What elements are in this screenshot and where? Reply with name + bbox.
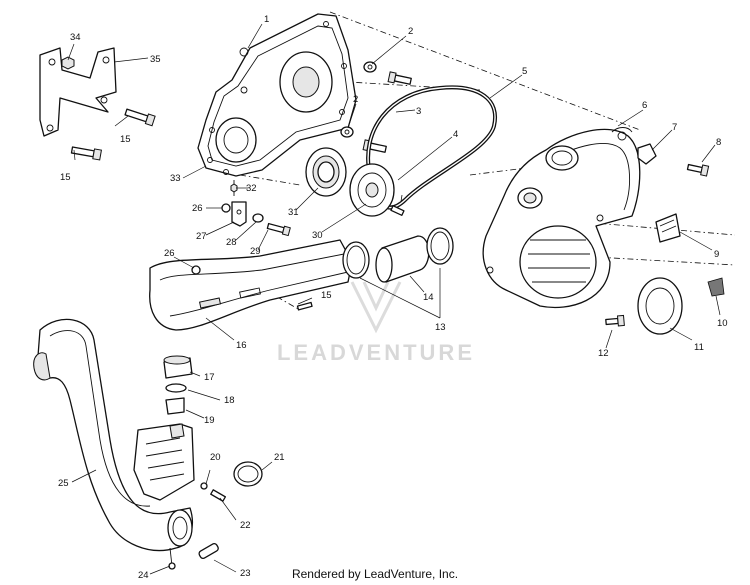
callout-15: 15 bbox=[321, 290, 332, 301]
callout-33: 33 bbox=[170, 173, 181, 184]
callout-14: 14 bbox=[423, 292, 434, 303]
watermark-text: LEADVENTURE bbox=[277, 340, 475, 365]
clamps-boot-parts-13-14 bbox=[342, 227, 454, 283]
clip-screw-parts-7-8 bbox=[637, 143, 710, 177]
callout-12: 12 bbox=[598, 348, 609, 359]
callout-15: 15 bbox=[120, 134, 131, 145]
callout-21: 21 bbox=[274, 452, 285, 463]
footer-credit: Rendered by LeadVenture, Inc. bbox=[291, 567, 459, 581]
callout-3: 3 bbox=[416, 106, 421, 117]
clutch-plate-part-4-30 bbox=[349, 163, 405, 217]
callout-2: 2 bbox=[353, 94, 358, 105]
bracket-part-35 bbox=[39, 47, 156, 161]
callout-34: 34 bbox=[70, 32, 81, 43]
callout-23: 23 bbox=[240, 568, 251, 579]
leader-lines bbox=[67, 23, 721, 575]
callout-8: 8 bbox=[716, 137, 721, 148]
callout-27: 27 bbox=[196, 231, 207, 242]
callout-6: 6 bbox=[642, 100, 647, 111]
callout-30: 30 bbox=[312, 230, 323, 241]
callout-4: 4 bbox=[453, 129, 458, 140]
decals-parts-9-10-11-12 bbox=[605, 213, 725, 335]
callout-28: 28 bbox=[226, 237, 237, 248]
callout-10: 10 bbox=[717, 318, 728, 329]
outer-cover-part-6 bbox=[482, 127, 641, 309]
small-hardware-26-27-28-29-32 bbox=[221, 180, 291, 237]
tank-parts-17-18-19 bbox=[133, 355, 195, 501]
callout-32: 32 bbox=[246, 183, 257, 194]
hardware-parts-2-3 bbox=[340, 61, 412, 153]
callout-7: 7 bbox=[672, 122, 677, 133]
drive-belt-part-5 bbox=[366, 85, 498, 210]
callout-18: 18 bbox=[224, 395, 235, 406]
callout-13: 13 bbox=[435, 322, 446, 333]
callout-1: 1 bbox=[264, 14, 269, 25]
clamp-hardware-parts-20-24 bbox=[168, 461, 263, 570]
callout-19: 19 bbox=[204, 415, 215, 426]
callout-22: 22 bbox=[240, 520, 251, 531]
callout-16: 16 bbox=[236, 340, 247, 351]
watermark: LEADVENTURE bbox=[277, 281, 475, 365]
callout-31: 31 bbox=[288, 207, 299, 218]
seal-part-31 bbox=[305, 147, 347, 197]
callout-29: 29 bbox=[250, 246, 261, 257]
callout-35: 35 bbox=[150, 54, 161, 65]
callout-5: 5 bbox=[522, 66, 527, 77]
callout-26: 26 bbox=[164, 248, 175, 259]
exhaust-tube-part-25 bbox=[33, 318, 193, 552]
callout-26: 26 bbox=[192, 203, 203, 214]
watermark-logo-icon bbox=[350, 281, 402, 334]
callout-11: 11 bbox=[694, 342, 704, 353]
inner-cover-part-1 bbox=[197, 13, 357, 177]
callout-20: 20 bbox=[210, 452, 221, 463]
callout-15: 15 bbox=[60, 172, 71, 183]
callout-17: 17 bbox=[204, 372, 215, 383]
intake-duct-part-16 bbox=[149, 239, 353, 331]
callout-2: 2 bbox=[408, 26, 413, 37]
callout-25: 25 bbox=[58, 478, 69, 489]
callout-9: 9 bbox=[714, 249, 719, 260]
callout-labels: 1 2 2 3 4 5 6 7 8 9 10 11 12 13 14 15 15… bbox=[58, 14, 728, 581]
callout-24: 24 bbox=[138, 570, 149, 581]
